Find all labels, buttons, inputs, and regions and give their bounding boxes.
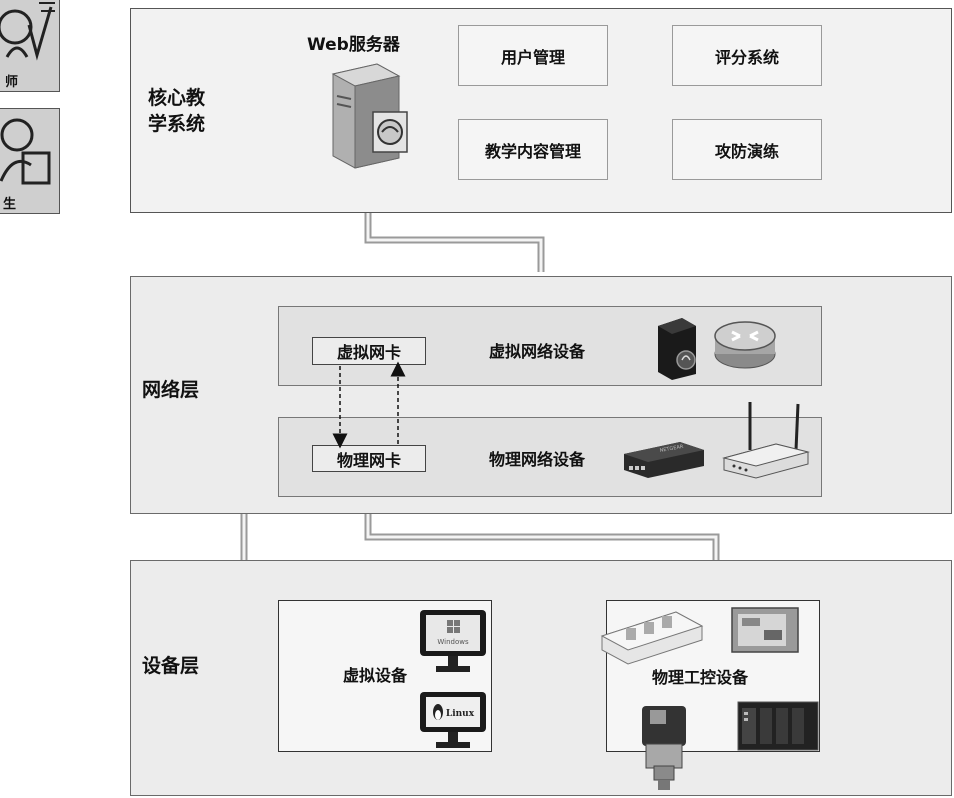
teacher-icon: [0, 2, 55, 61]
network-layer-label: 网络层: [142, 379, 200, 401]
web-server-icon: [331, 63, 408, 169]
router-icon: [714, 321, 776, 369]
device-layer-label: 设备层: [142, 655, 200, 677]
hmi-panel-icon: [731, 607, 799, 653]
student-role-tile: 生: [0, 108, 60, 214]
virtual-nic-box: 虚拟网卡: [312, 337, 426, 365]
physical-network-devices-label: 物理网络设备: [489, 450, 586, 469]
network-switch-icon: NETGEAR: [624, 442, 704, 478]
linux-monitor-icon: Linux: [420, 692, 486, 748]
module-attack-defense-drill: 攻防演练: [672, 119, 822, 180]
teacher-role-tile: 师: [0, 0, 60, 92]
linux-os-text: Linux: [446, 709, 475, 719]
switch-brand-text: NETGEAR: [659, 444, 684, 454]
wifi-router-icon: [722, 402, 810, 479]
physical-nic-box: 物理网卡: [312, 445, 426, 472]
device-layer: [130, 560, 952, 796]
teacher-label: 师: [5, 75, 19, 90]
student-label: 生: [3, 197, 17, 212]
web-server-label: Web服务器: [307, 35, 400, 55]
module-teaching-content: 教学内容管理: [458, 119, 608, 180]
plc-rack-icon: [737, 701, 819, 751]
virtual-network-devices-label: 虚拟网络设备: [489, 342, 586, 361]
firewall-icon: [658, 318, 696, 380]
breaker-module-icon: [600, 611, 704, 665]
actuator-valve-icon: [642, 706, 686, 790]
module-scoring-system: 评分系统: [672, 25, 822, 86]
windows-os-text: Windows: [437, 638, 469, 646]
core-system-label: 核心教 学系统: [148, 87, 206, 135]
windows-monitor-icon: Windows: [420, 610, 486, 672]
virtual-devices-label: 虚拟设备: [343, 666, 408, 685]
module-user-management: 用户管理: [458, 25, 608, 86]
student-icon: [0, 118, 51, 185]
physical-ics-label: 物理工控设备: [652, 668, 749, 687]
